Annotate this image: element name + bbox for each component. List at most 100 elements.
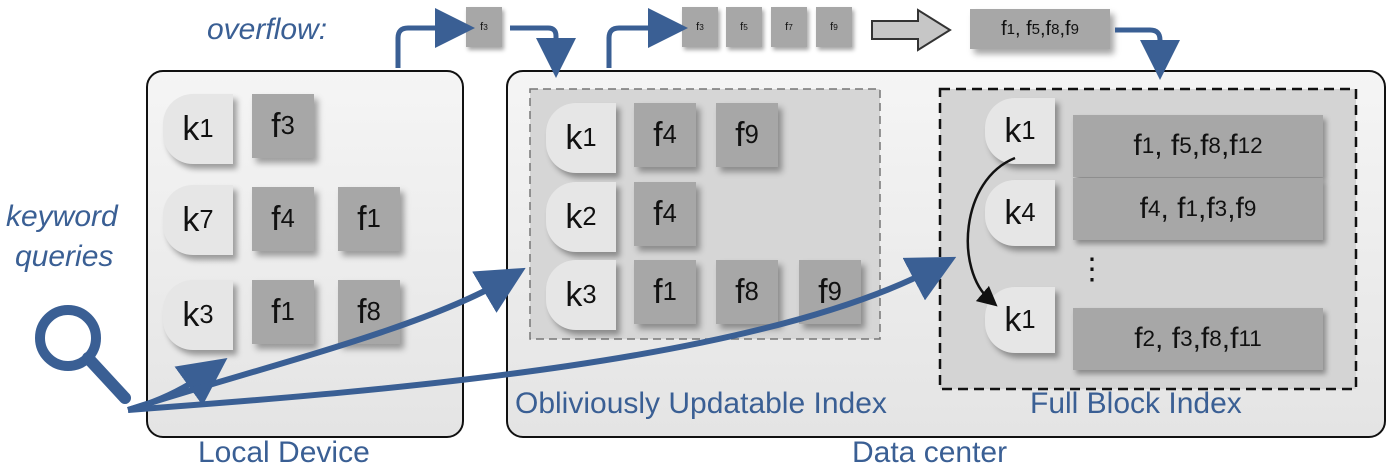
token-text: , f xyxy=(1014,17,1032,40)
token-text: k xyxy=(182,295,200,334)
keyword-queries-label-2: queries xyxy=(15,240,114,273)
token-text: f xyxy=(830,21,834,33)
token-text: f xyxy=(357,292,367,331)
keyword-queries-label-1: keyword xyxy=(6,200,118,233)
token-subscript: 3 xyxy=(699,22,704,32)
local-device-label: Local Device xyxy=(198,436,370,469)
token-subscript: 4 xyxy=(1021,198,1036,227)
token-subscript: 3 xyxy=(483,22,488,32)
token-text: f xyxy=(735,272,745,311)
token-text: k xyxy=(1004,193,1022,232)
token-subscript: 8 xyxy=(744,277,759,306)
ellipsis: ⋮ xyxy=(1077,253,1107,286)
token-text: f xyxy=(653,272,663,311)
token-subscript: 5 xyxy=(1031,20,1040,38)
token-text: f xyxy=(271,292,281,331)
token-text: k xyxy=(565,275,583,314)
token-subscript: 2 xyxy=(1142,326,1156,351)
token-text: k xyxy=(182,109,200,148)
token-subscript: 4 xyxy=(662,120,677,149)
token-text: f xyxy=(357,199,367,238)
token-text: ,f xyxy=(1220,129,1238,162)
token-text: f xyxy=(480,21,484,33)
token-text: k xyxy=(565,118,583,157)
overflow-arrow xyxy=(606,8,688,68)
token-subscript: 4 xyxy=(662,199,677,228)
chain-arrow xyxy=(966,156,1016,307)
token-text: k xyxy=(565,197,583,236)
token-subscript: 2 xyxy=(582,202,597,231)
token-text: ,f xyxy=(1198,192,1215,225)
merge-arrow-icon xyxy=(871,8,952,52)
token-subscript: 9 xyxy=(833,22,838,32)
search-icon xyxy=(35,305,131,404)
token-subscript: 9 xyxy=(1070,20,1079,38)
token-subscript: 9 xyxy=(827,277,842,306)
overflow-arrow xyxy=(395,8,475,68)
token-text: f xyxy=(271,106,281,145)
token-subscript: 3 xyxy=(280,111,295,140)
token-subscript: 1 xyxy=(1021,116,1036,145)
token-text: ,f xyxy=(1227,192,1244,225)
overflow-arrow xyxy=(510,25,576,78)
token-text: , f xyxy=(1155,322,1181,355)
token-text: ,f xyxy=(1059,17,1071,40)
oblivious-index-label: Obliviously Updatable Index xyxy=(515,387,887,420)
token-subscript: 7 xyxy=(788,22,793,32)
token-subscript: 1 xyxy=(1185,196,1198,221)
token-subscript: 1 xyxy=(199,114,214,143)
token-subscript: 9 xyxy=(744,120,759,149)
token-text: k xyxy=(182,200,200,239)
token-text: , f xyxy=(1160,192,1186,225)
token-subscript: 3 xyxy=(199,300,214,329)
query-arrow xyxy=(127,267,526,413)
token-subscript: 1 xyxy=(662,277,677,306)
token-subscript: 3 xyxy=(1180,326,1193,351)
token-subscript: 8 xyxy=(1051,20,1060,38)
token-text: f xyxy=(1139,192,1148,225)
token-text: ,f xyxy=(1221,322,1239,355)
token-subscript: 11 xyxy=(1238,326,1262,351)
token-subscript: 1 xyxy=(582,123,597,152)
token-subscript: 3 xyxy=(582,280,597,309)
token-text: f xyxy=(735,115,745,154)
token-text: f xyxy=(1134,322,1143,355)
overflow-arrow xyxy=(1115,27,1180,80)
token-subscript: 5 xyxy=(1179,133,1192,158)
token-text: f xyxy=(653,115,663,154)
token-subscript: 3 xyxy=(1214,196,1228,221)
token-subscript: 8 xyxy=(1208,133,1221,158)
token-subscript: 1 xyxy=(1141,133,1155,158)
token-text: f xyxy=(653,194,663,233)
token-text: f xyxy=(740,21,744,33)
token-subscript: 12 xyxy=(1237,133,1263,158)
data-center-label: Data center xyxy=(852,436,1008,469)
token-subscript: 9 xyxy=(1243,196,1257,221)
token-text: f xyxy=(1133,129,1142,162)
